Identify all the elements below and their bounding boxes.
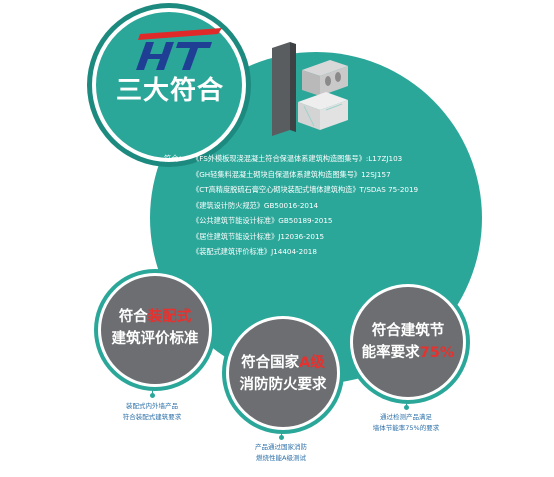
standards-list: 符合：《FS外模板现浇混凝土符合保温体系建筑构造图集号》:L17ZJ103 《G… [164, 151, 454, 260]
standard-item: 《公共建筑节能设计标准》GB50189-2015 [192, 216, 333, 225]
standard-item: 《装配式建筑评价标准》J14404-2018 [192, 247, 317, 256]
connector-line [406, 400, 407, 407]
prefab-standard-circle: 符合装配式 建筑评价标准 [98, 273, 212, 387]
fire-rating-circle: 符合国家A级 消防防火要求 [226, 316, 340, 430]
connector-line [281, 430, 282, 437]
prefab-caption: 装配式内外墙产品 符合装配式建筑要求 [122, 402, 182, 421]
standard-item: 《建筑设计防火规范》GB50016-2014 [192, 200, 319, 210]
connector-dot [404, 405, 409, 410]
fire-caption: 产品通过国家消防 燃烧性能A级测试 [255, 443, 307, 462]
connector-dot [150, 393, 155, 398]
standard-item: 《GH轻集料混凝土砌块自保温体系建筑构造图集号》12SJ157 [192, 169, 391, 179]
energy-caption: 通过检测产品满足 墙体节能率75%的要求 [372, 413, 440, 432]
logo-title: 三大符合 [115, 76, 224, 106]
standard-item: 符合：《FS外模板现浇混凝土符合保温体系建筑构造图集号》:L17ZJ103 [164, 154, 403, 163]
energy-rate-circle: 符合建筑节 能率要求75% [350, 284, 466, 400]
connector-line [152, 387, 153, 395]
ht-logo-icon [136, 28, 222, 70]
block-product-image [272, 42, 348, 136]
standard-item: 《居住建筑节能设计标准》J12036-2015 [192, 231, 325, 241]
standard-item: 《CT高精度脱硫石膏空心砌块装配式墙体建筑构造》T/SDAS 75-2019 [192, 185, 419, 194]
connector-dot [279, 435, 284, 440]
